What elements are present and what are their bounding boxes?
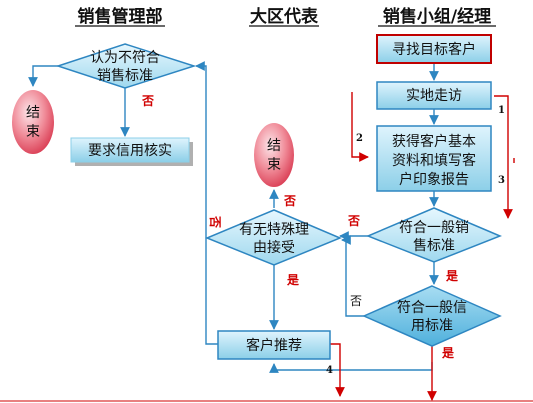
find-target-customer-label: 寻找目标客户 <box>392 41 476 58</box>
label-no-special-end: 否 <box>283 194 296 208</box>
end-middle-char2: 束 <box>267 157 281 173</box>
label-yes-credit-standard: 是 <box>441 346 455 360</box>
step-number-4: 4 <box>326 365 333 376</box>
end-left-char1: 结 <box>26 105 40 121</box>
management-standard-line2: 销售标准 <box>97 68 153 84</box>
end-terminator-left <box>12 90 54 154</box>
special-reason-line2: 由接受 <box>253 239 295 256</box>
special-reason-decision <box>205 209 342 266</box>
sales-standard-line2: 售标准 <box>413 238 455 254</box>
label-no-credit-standard: 否 <box>350 294 362 308</box>
end-left-char2: 束 <box>26 124 40 140</box>
find-target-customer-box <box>376 34 492 64</box>
column-title-regional-rep: 大区代表 <box>250 6 319 27</box>
step-number-1: 1 <box>498 105 505 116</box>
customer-info-line1: 获得客户基本 <box>392 133 476 150</box>
label-no-special-left: 否 <box>208 215 222 228</box>
label-no-management: 否 <box>141 94 154 108</box>
customer-recommend-box <box>217 330 331 360</box>
credit-standard-decision <box>362 285 502 347</box>
credit-standard-line2: 用标准 <box>411 318 453 334</box>
label-yes-special-reason: 是 <box>286 273 300 287</box>
customer-recommend-label: 客户推荐 <box>246 337 302 354</box>
end-terminator-middle <box>254 123 294 187</box>
management-standard-decision <box>55 43 197 89</box>
special-reason-line1: 有无特殊理 <box>239 222 309 238</box>
step-number-3: 3 <box>498 175 505 186</box>
credit-verification-label: 要求信用核实 <box>88 143 172 159</box>
credit-verification-box <box>70 137 190 163</box>
column-title-sales-team: 销售小组/经理 <box>383 6 491 27</box>
site-visit-label: 实地走访 <box>406 88 462 104</box>
end-middle-char1: 结 <box>267 138 281 154</box>
label-yes-sales-standard: 是 <box>445 269 459 283</box>
management-standard-line1: 认为不符合 <box>90 50 160 66</box>
credit-standard-line1: 符合一般信 <box>397 300 467 316</box>
customer-info-line2: 资料和填写客 <box>392 152 476 169</box>
column-title-sales-management: 销售管理部 <box>78 6 163 27</box>
site-visit-box <box>376 81 492 110</box>
sales-standard-line1: 符合一般销 <box>399 220 469 236</box>
label-no-sales-standard: 否 <box>347 214 360 228</box>
step-number-2: 2 <box>356 133 363 144</box>
customer-info-report-box <box>376 125 492 192</box>
sales-standard-decision <box>366 207 502 263</box>
customer-info-line3: 户印象报告 <box>399 171 469 188</box>
